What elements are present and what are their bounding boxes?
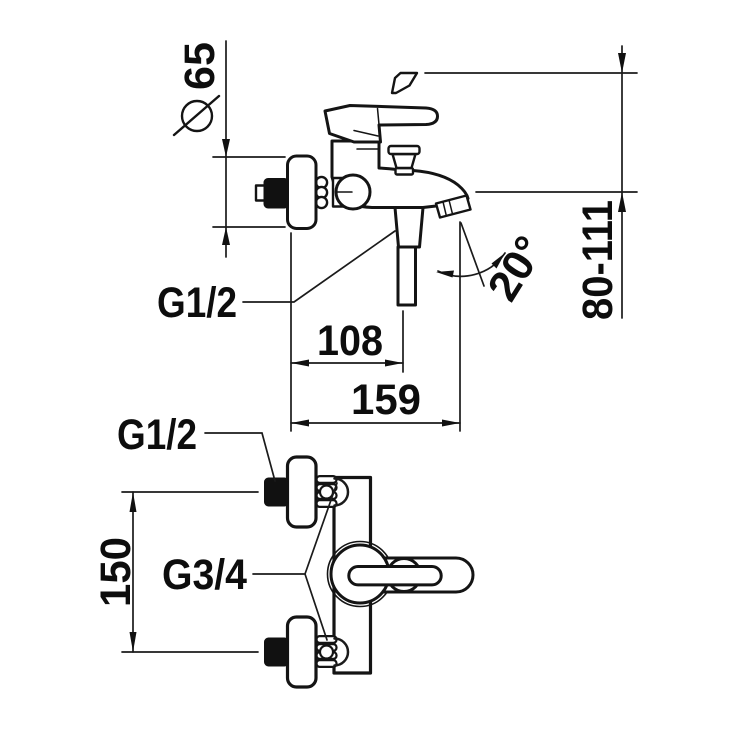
wall-flange (285, 455, 318, 529)
wall-flange (286, 154, 318, 230)
thread-bore (318, 484, 335, 500)
plan-view (264, 455, 475, 689)
bottom-connection (264, 615, 350, 689)
thread-ridge (315, 475, 338, 485)
wall-flange (285, 615, 318, 689)
arrowhead (291, 359, 309, 367)
label-union-thread: G3/4 (162, 551, 247, 599)
valve-ball (334, 173, 372, 211)
front-view (254, 71, 472, 307)
lever-handle (323, 104, 439, 144)
dim-label-total-projection: 159 (351, 376, 421, 424)
shower-outlet-stem (396, 245, 417, 307)
label-shower-outlet-thread: G1/2 (157, 279, 237, 327)
plan-view-dimensions: 150 G1/2 G3/4 (92, 411, 338, 653)
arrowhead (291, 419, 309, 427)
union-cone (333, 637, 350, 667)
union-nut (263, 178, 289, 209)
union-nut (264, 637, 289, 667)
angle-reference-line (460, 222, 485, 287)
diameter-symbol-slash (172, 94, 221, 137)
dim-label-flange-diameter: 65 (176, 42, 224, 90)
arrowhead (436, 270, 454, 278)
diverter-neck (391, 152, 417, 170)
lever-joint-line (376, 107, 380, 126)
thread-bore (318, 644, 335, 660)
arrowhead (618, 192, 626, 212)
arrowhead (129, 492, 137, 512)
leader-g34 (252, 482, 338, 641)
arrowhead (618, 53, 626, 73)
arrowhead (222, 139, 230, 157)
aerator-divider (448, 199, 454, 215)
aerator (434, 194, 472, 219)
arrowhead (442, 419, 460, 427)
lever-joint-line (353, 129, 379, 137)
dim-label-connection-spacing: 150 (92, 537, 140, 607)
diameter-symbol (180, 99, 214, 133)
arrowhead (129, 632, 137, 652)
leader-g12-plan (204, 432, 276, 482)
lever-raised-position (390, 71, 419, 95)
lever-slot (347, 565, 443, 587)
arrowhead (491, 253, 505, 269)
union-nut (264, 477, 289, 507)
arrowhead (385, 359, 403, 367)
arrowhead (222, 227, 230, 245)
dim-label-spout-projection: 108 (317, 317, 383, 365)
union-cone (333, 477, 350, 507)
leader-g12-front (242, 230, 396, 303)
diverter-cap (387, 144, 421, 156)
shower-outlet-cone (393, 206, 425, 249)
thread-scallop (314, 195, 329, 210)
aerator-divider (442, 201, 448, 217)
dim-label-height-range: 80-111 (574, 200, 622, 320)
label-inlet-thread: G1/2 (117, 411, 197, 459)
dim-label-spout-angle: 20° (479, 228, 555, 309)
